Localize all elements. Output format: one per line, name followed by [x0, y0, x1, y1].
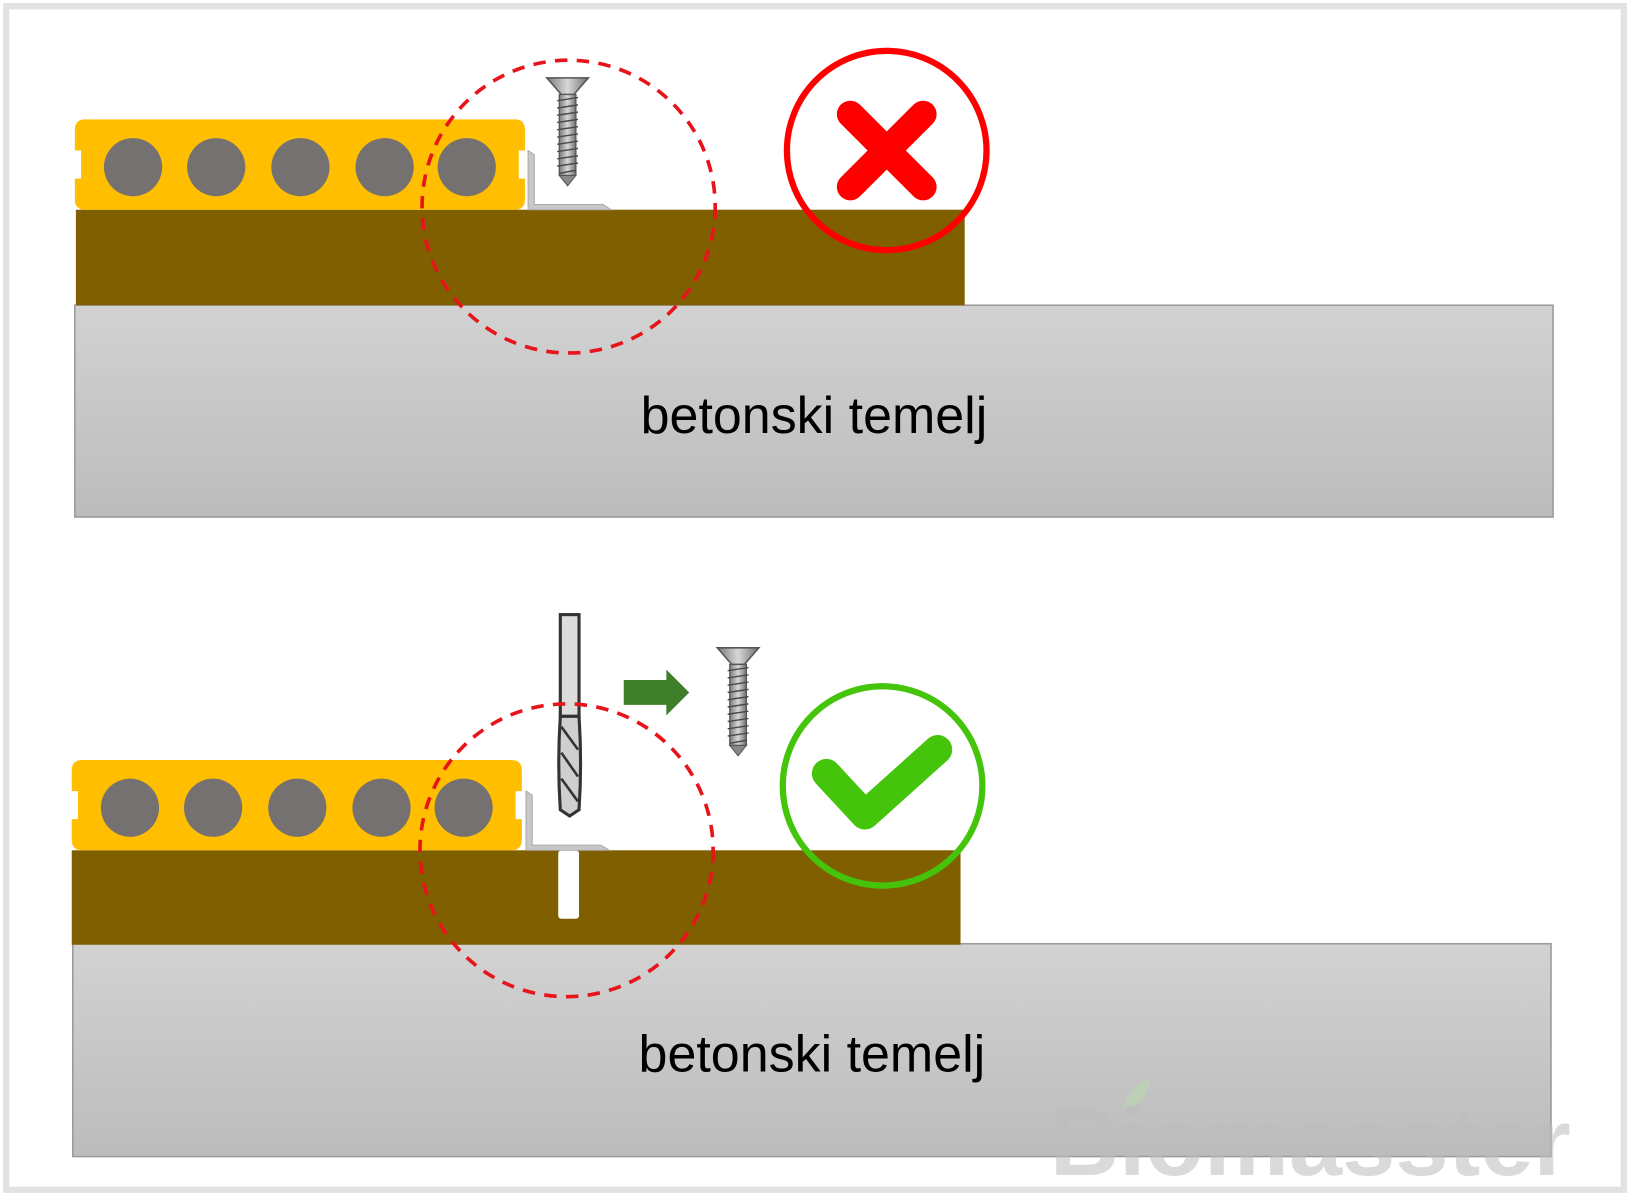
panel-incorrect: betonski temelj	[74, 47, 1554, 518]
checkmark-icon	[779, 683, 986, 889]
foundation-label: betonski temelj	[639, 1025, 986, 1083]
pre-drilled-hole	[558, 850, 580, 919]
watermark-logo: Biomasster	[1050, 1079, 1571, 1196]
joist	[71, 850, 961, 945]
cross-icon	[783, 47, 990, 254]
joist	[75, 209, 965, 306]
arrow-right-icon	[623, 669, 690, 716]
deck-board	[74, 119, 525, 210]
watermark-text: Biomasster	[1050, 1089, 1571, 1196]
panel-correct: betonski temelj	[71, 613, 1552, 1158]
highlight-dashed-circle	[420, 58, 718, 355]
deck-board	[71, 759, 522, 851]
drill-bit-icon	[557, 613, 583, 818]
foundation-label: betonski temelj	[641, 387, 988, 445]
concrete-foundation	[74, 304, 1554, 518]
highlight-dashed-circle	[418, 702, 715, 999]
